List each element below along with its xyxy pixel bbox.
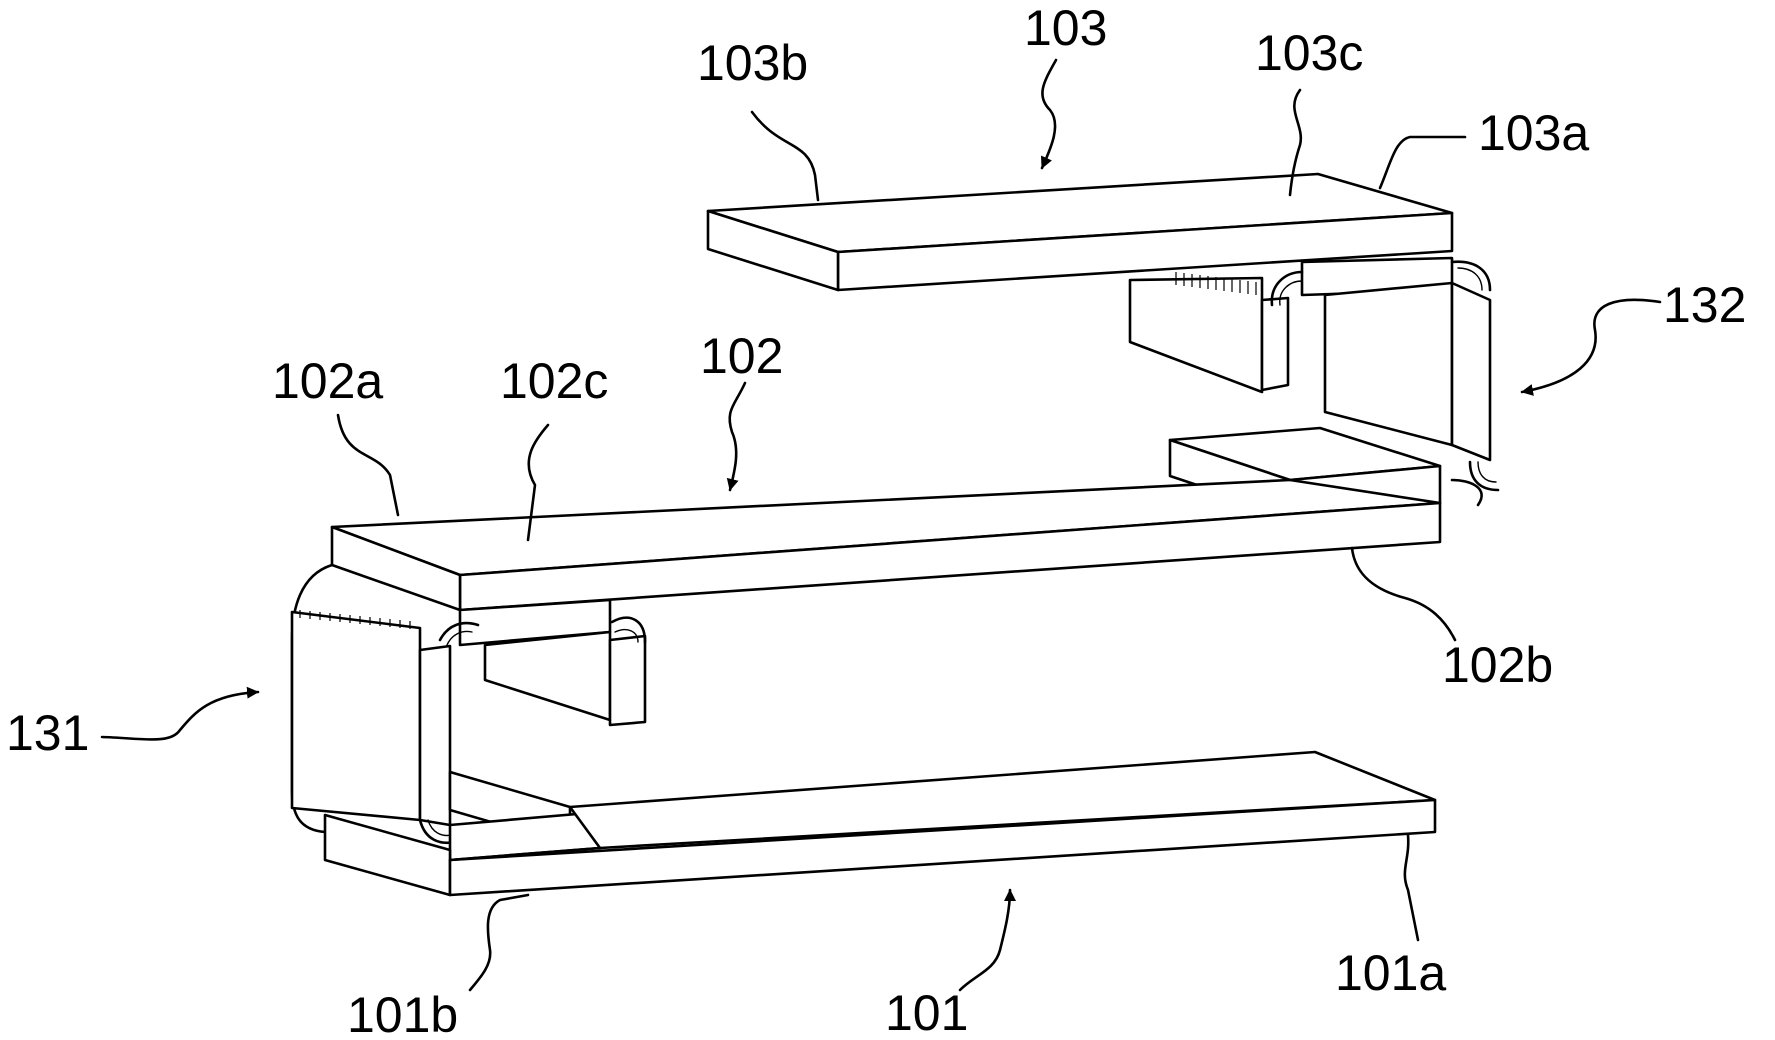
label-102a: 102a [272, 353, 383, 409]
plate-102 [332, 428, 1440, 645]
label-101: 101 [885, 985, 968, 1040]
label-132: 132 [1663, 277, 1746, 333]
plate-101 [325, 752, 1435, 895]
label-103a: 103a [1478, 105, 1589, 161]
label-102b: 102b [1442, 637, 1553, 693]
label-103: 103 [1024, 0, 1107, 56]
label-101b: 101b [347, 987, 458, 1040]
label-103c: 103c [1255, 25, 1363, 81]
label-101a: 101a [1335, 945, 1446, 1001]
label-103b: 103b [697, 35, 808, 91]
label-102: 102 [700, 328, 783, 384]
label-102c: 102c [500, 353, 608, 409]
label-131: 131 [6, 705, 89, 761]
